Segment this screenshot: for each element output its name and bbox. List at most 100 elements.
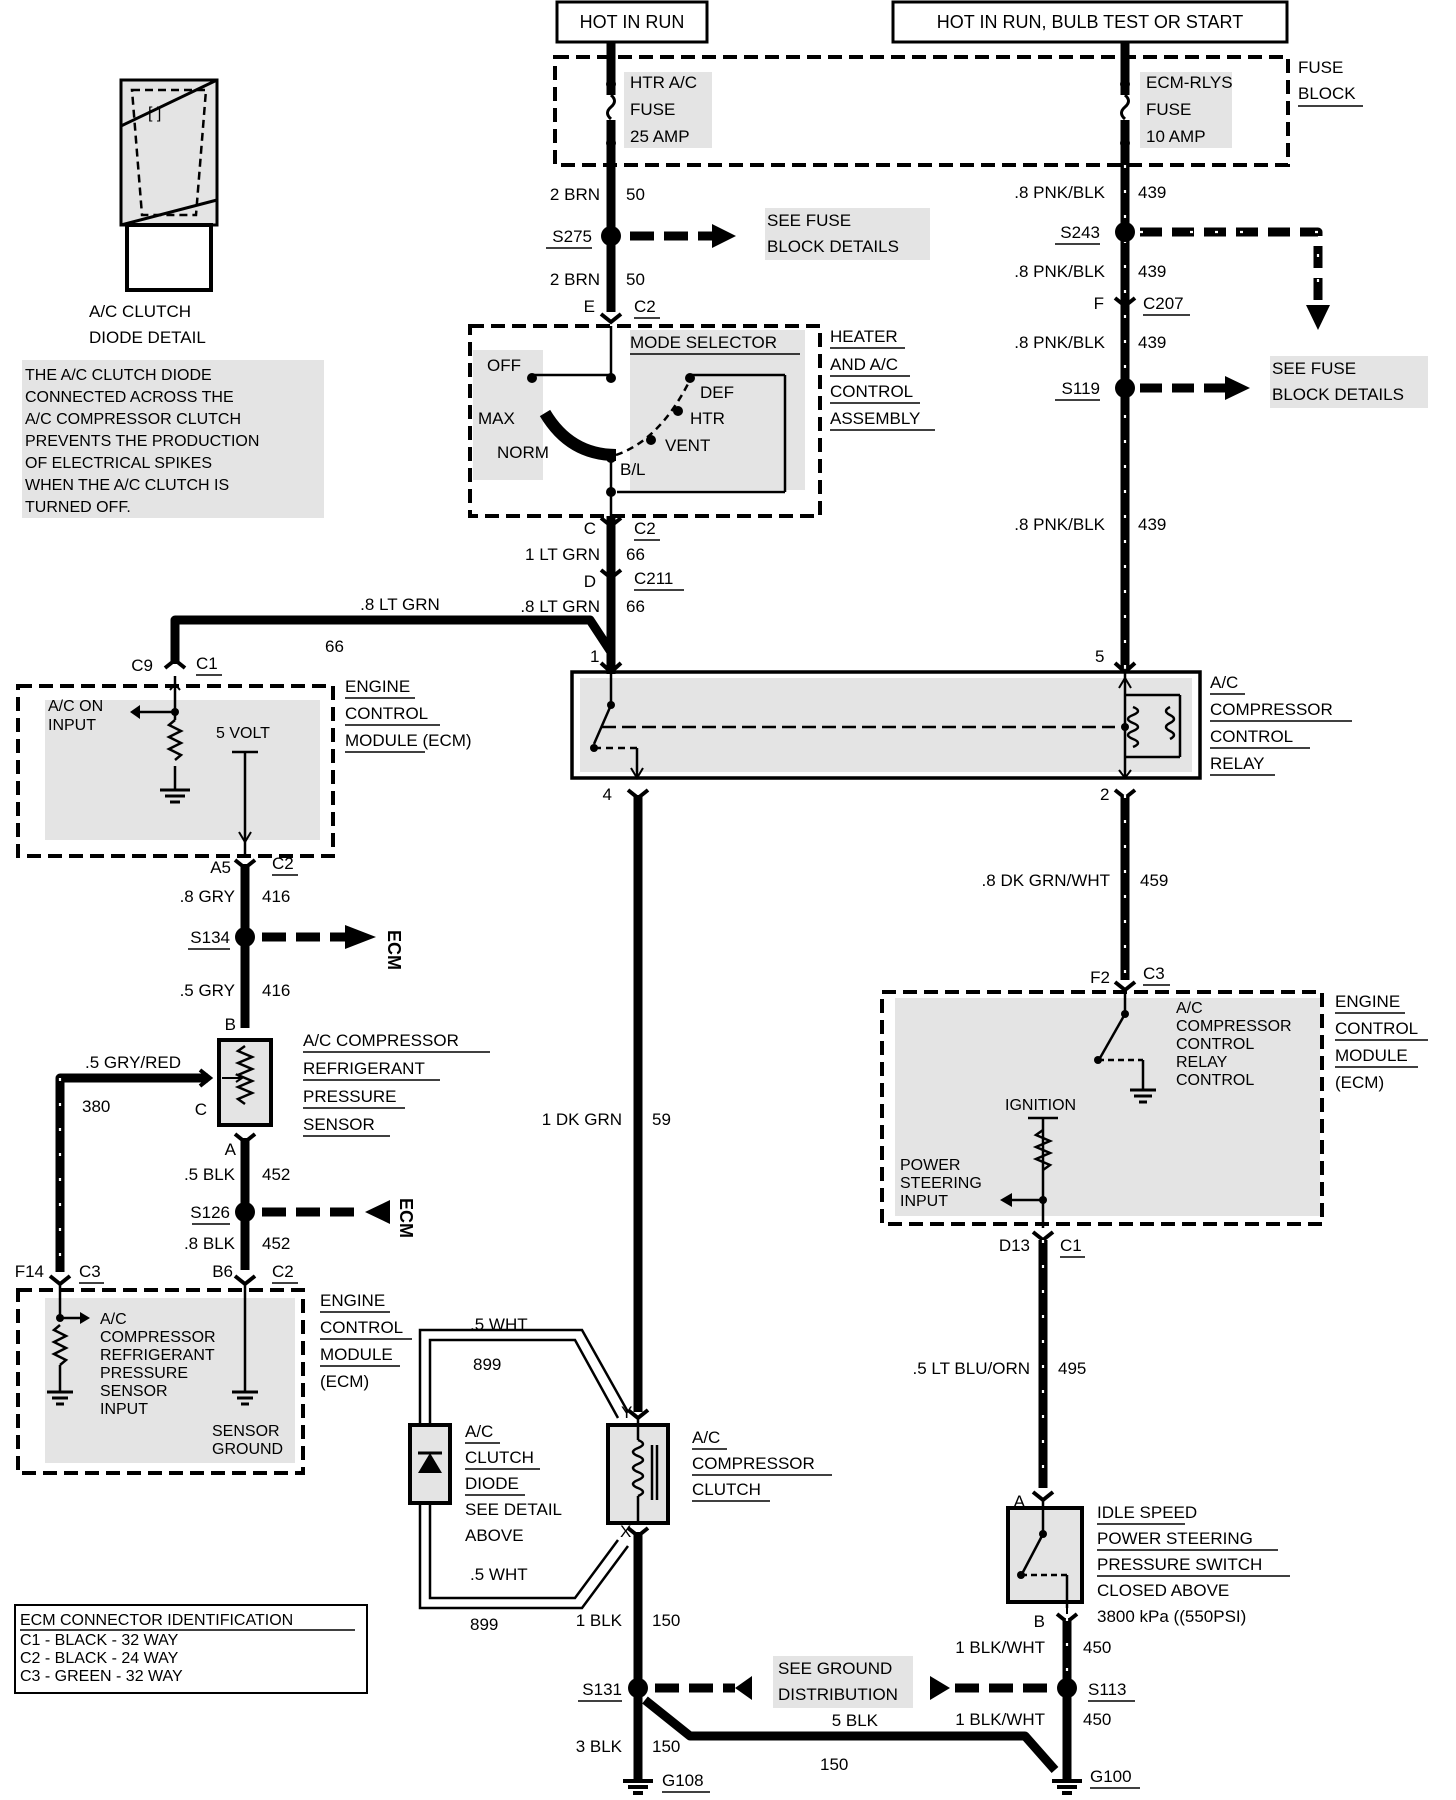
circuit-label: 150	[652, 1611, 680, 1630]
wire-label: .5 WHT	[470, 1315, 528, 1334]
see-ground-text: DISTRIBUTION	[778, 1685, 898, 1704]
circuit-label: 380	[82, 1097, 110, 1116]
ac-compressor-control-relay	[570, 670, 1202, 780]
connector-pin: B	[1034, 1612, 1045, 1631]
ecm2-title: CONTROL	[1335, 1019, 1418, 1038]
pos-max: MAX	[478, 409, 515, 428]
relay-control-label: A/C	[1176, 1000, 1203, 1017]
diode-title: SEE DETAIL	[465, 1500, 562, 1519]
splice-s243	[1115, 222, 1135, 242]
connector-pin: F2	[1090, 968, 1110, 987]
ecm-fuse-rating: 10 AMP	[1146, 127, 1206, 146]
connector-pin: B6	[212, 1262, 233, 1281]
wire-label: 1 BLK/WHT	[955, 1638, 1045, 1657]
ecm-module-2	[880, 990, 1324, 1226]
wire-label: .8 PNK/BLK	[1014, 515, 1105, 534]
splice-s134	[235, 927, 255, 947]
sensor-ground-label: SENSOR	[212, 1423, 280, 1440]
ps-input-label: INPUT	[900, 1193, 948, 1210]
splice-label: S275	[552, 227, 592, 246]
circuit-label: 150	[652, 1737, 680, 1756]
connector-name: C3	[1143, 964, 1165, 983]
fuse-block-label-2: BLOCK	[1298, 84, 1356, 103]
ecm-fuse-word: FUSE	[1146, 100, 1191, 119]
circuit-label: 150	[820, 1755, 848, 1774]
splice-label: S113	[1088, 1680, 1126, 1699]
wire-label: 5 BLK	[832, 1711, 879, 1730]
circuit-label: 439	[1138, 183, 1166, 202]
ecm-connector-id-table	[14, 1604, 368, 1694]
switch-title: POWER STEERING	[1097, 1529, 1253, 1548]
connector-pin: D	[584, 572, 596, 591]
connector-pin: X	[620, 1522, 631, 1541]
hot-in-run-box	[555, 0, 709, 44]
connector-name: C2	[634, 519, 656, 538]
wire-label: .8 LT GRN	[360, 595, 440, 614]
ecm2-title: MODULE	[1335, 1046, 1408, 1065]
relay-control-label: CONTROL	[1176, 1036, 1254, 1053]
ecm3-input-label: INPUT	[100, 1401, 148, 1418]
mode-selector-label: MODE SELECTOR	[630, 333, 777, 352]
mode-selector-switch	[527, 326, 787, 516]
sensor-title: A/C COMPRESSOR	[303, 1031, 459, 1050]
ground-label: G108	[662, 1771, 704, 1790]
connector-pin: D13	[999, 1236, 1030, 1255]
splice-label: S119	[1062, 379, 1100, 398]
relay-title: A/C	[1210, 673, 1238, 692]
pos-vent: VENT	[665, 436, 710, 455]
relay-pin: 2	[1100, 785, 1109, 804]
connector-pin: F14	[15, 1262, 44, 1281]
circuit-label: 899	[473, 1355, 501, 1374]
connector-pin: A	[225, 1140, 237, 1159]
ecm-arrow-label: ECM	[396, 1198, 416, 1238]
circuit-label: 59	[652, 1110, 671, 1129]
circuit-label: 416	[262, 981, 290, 1000]
wire-blk-150-crosslink	[642, 1696, 1059, 1773]
diode-detail-note: THE A/C CLUTCH DIODE CONNECTED ACROSS TH…	[25, 367, 259, 516]
ecm-module-3	[16, 1288, 305, 1475]
ecm2-title: (ECM)	[1335, 1073, 1384, 1092]
diode-title: DIODE	[465, 1474, 519, 1493]
ecm3-internals	[47, 1284, 258, 1406]
ps-input-label: POWER	[900, 1157, 960, 1174]
connector-name: C3	[79, 1262, 101, 1281]
ecm1-title: CONTROL	[345, 704, 428, 723]
circuit-label: 50	[626, 270, 645, 289]
circuit-label: 899	[470, 1615, 498, 1634]
htr-fuse-rating: 25 AMP	[630, 127, 690, 146]
ps-input-label: STEERING	[900, 1175, 982, 1192]
ecm1-title: ENGINE	[345, 677, 410, 696]
relay-control-label: COMPRESSOR	[1176, 1018, 1292, 1035]
ecm2-internals	[1000, 990, 1156, 1228]
wire-label: .5 WHT	[470, 1565, 528, 1584]
sensor-ground-label: GROUND	[212, 1441, 283, 1458]
see-fuse-text: BLOCK DETAILS	[1272, 385, 1404, 404]
htr-fuse-word: FUSE	[630, 100, 675, 119]
wire-label: 1 BLK/WHT	[955, 1710, 1045, 1729]
sensor-title: PRESSURE	[303, 1087, 397, 1106]
switch-title: IDLE SPEED	[1097, 1503, 1197, 1522]
wire-label: .5 LT BLU/ORN	[913, 1359, 1030, 1378]
ecm3-input-label: A/C	[100, 1311, 127, 1328]
wire-label: .8 LT GRN	[520, 597, 600, 616]
wire-label: .8 GRY	[180, 887, 235, 906]
connector-pin: C	[584, 519, 596, 538]
ecm-rlys-fuse: ECM-RLYS FUSE 10 AMP	[1120, 42, 1233, 165]
circuit-label: 452	[262, 1165, 290, 1184]
relay-pin: 4	[603, 785, 612, 804]
svg-text:WHEN THE A/C CLUTCH IS: WHEN THE A/C CLUTCH IS	[25, 477, 229, 494]
svg-text:OF ELECTRICAL SPIKES: OF ELECTRICAL SPIKES	[25, 455, 212, 472]
pos-htr: HTR	[690, 409, 725, 428]
diode-note-bg	[22, 360, 324, 518]
switch-title: 3800 kPa ((550PSI)	[1097, 1607, 1246, 1626]
ground-label: G100	[1090, 1767, 1132, 1786]
diode-symbol	[418, 1451, 442, 1473]
relay-title: COMPRESSOR	[1210, 700, 1333, 719]
circuit-label: 439	[1138, 333, 1166, 352]
ecm1-title: MODULE (ECM)	[345, 731, 472, 750]
hot-in-run-bulb-box	[891, 0, 1289, 44]
wire-label: 1 BLK	[576, 1611, 623, 1630]
wire-label: .8 BLK	[184, 1234, 236, 1253]
relay-internals	[590, 672, 1182, 780]
